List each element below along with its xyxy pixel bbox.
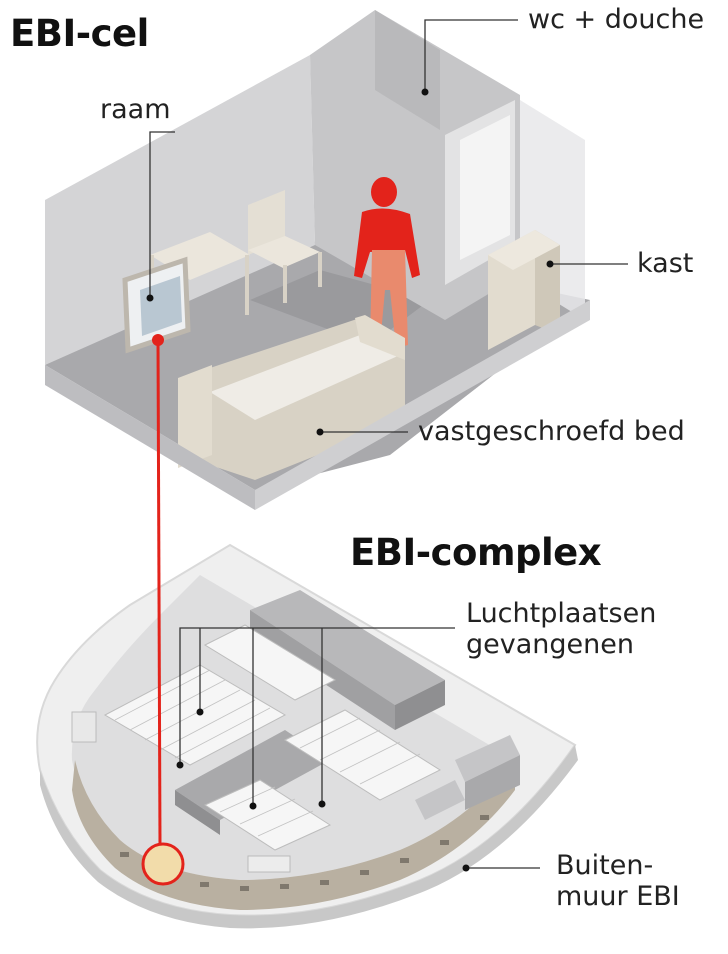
wardrobe-top [488,230,560,270]
luchtplaatsen-label-line1: Luchtplaatsen [466,598,657,629]
chair-seat [248,236,320,268]
kast-label: kast [637,248,694,279]
facade-windows [120,815,489,891]
grid-box [71,711,97,743]
wc-label: wc + douche [528,4,705,35]
cell-title: EBI-cel [10,12,149,55]
buitenmuur-label-line1: Buiten- [556,850,654,881]
luchtplaatsen-label-line2: gevangenen [466,629,634,660]
wc-leader [424,19,518,92]
table-leg [245,255,249,315]
yard-leader-lines [179,627,455,806]
block-long-top [250,590,445,705]
complex-illustration [36,543,578,929]
raam-label: raam [100,94,171,125]
cell-back-wall [45,55,315,365]
bed-headboard [178,365,212,468]
chair-leg [318,252,322,287]
cell-location-connector [141,334,185,886]
block-right-front [465,755,520,810]
cell-illustration [45,10,590,510]
cell-base-right [255,300,590,510]
cell-base-front [45,365,255,510]
yard-leader-dots [176,708,326,810]
grid-box [247,855,291,873]
wc-wall-inner [375,10,440,130]
connector-line [156,339,162,846]
callout-leaders [149,19,628,869]
block-long-side [395,680,445,730]
yard-grid-lines [114,669,421,837]
block-cross-front [175,790,220,835]
callout-dots [146,88,554,872]
cell-location-marker [141,842,185,886]
connector-top-dot [152,334,164,346]
person-torso [354,208,420,278]
buitenmuur-label: Buiten- muur EBI [556,850,680,912]
buitenmuur-label-line2: muur EBI [556,881,680,912]
person-head [371,177,397,207]
wc-door [460,115,510,260]
bed-label: vastgeschroefd bed [418,416,685,447]
wardrobe-side [535,230,560,335]
chair-leg [283,265,287,303]
complex-facade [72,760,515,910]
raam-leader [149,131,175,298]
chair-back [248,190,285,255]
bed-footboard [355,315,405,360]
luchtplaatsen-label: Luchtplaatsen gevangenen [466,598,656,660]
complex-title: EBI-complex [350,531,602,574]
block-right2-top [415,780,465,820]
bed-top [210,335,400,420]
block-right-top [455,735,520,782]
